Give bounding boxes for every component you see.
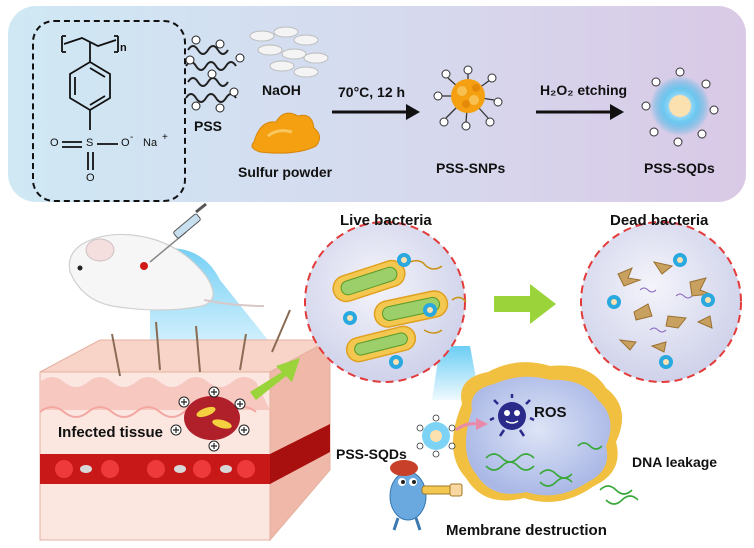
- monomer-sulfur: S: [86, 137, 94, 149]
- monomer-oxygen-anion: O: [121, 137, 130, 149]
- membrane-destruction-label: Membrane destruction: [446, 522, 607, 539]
- sulfur-powder-label: Sulfur powder: [238, 164, 333, 180]
- monomer-oxygen-left: O: [50, 137, 59, 149]
- infected-tissue-label: Infected tissue: [58, 424, 164, 441]
- reaction-condition-label: 70°C, 12 h: [338, 84, 406, 100]
- monomer-counter-charge: +: [162, 132, 168, 143]
- sqd-agent-label: PSS-SQDs: [336, 446, 407, 462]
- ros-label: ROS: [534, 404, 567, 421]
- dna-leakage-label: DNA leakage: [632, 454, 718, 470]
- synthesis-banner: [8, 6, 746, 202]
- pss-snps-label: PSS-SNPs: [436, 160, 506, 176]
- monomer-repeat-n: n: [120, 42, 127, 54]
- pss-label: PSS: [194, 118, 223, 134]
- monomer-oxygen-bottom: O: [86, 172, 95, 184]
- etching-label: H₂O₂ etching: [540, 82, 628, 98]
- live-bacteria-label: Live bacteria: [340, 212, 432, 229]
- pss-sqds-label: PSS-SQDs: [644, 160, 715, 176]
- pss-monomer-box: [32, 20, 186, 202]
- naoh-label: NaOH: [262, 82, 301, 98]
- monomer-counter-ion: Na: [143, 137, 158, 149]
- monomer-anion-charge: -: [130, 132, 134, 143]
- dead-bacteria-label: Dead bacteria: [610, 212, 709, 229]
